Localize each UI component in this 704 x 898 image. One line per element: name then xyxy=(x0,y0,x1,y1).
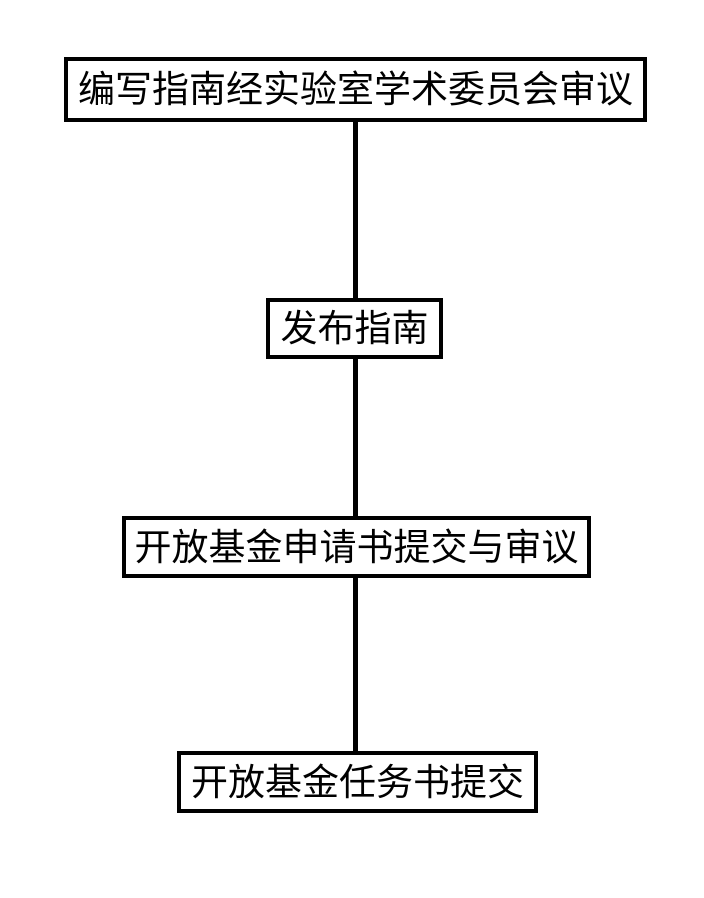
flow-node-label: 开放基金任务书提交 xyxy=(191,761,524,803)
connector-step3-step4 xyxy=(353,576,358,753)
flow-node-label: 编写指南经实验室学术委员会审议 xyxy=(78,69,633,110)
flow-node-write-guideline-review: 编写指南经实验室学术委员会审议 xyxy=(64,57,647,122)
connector-step1-step2 xyxy=(353,120,358,300)
flow-node-publish-guideline: 发布指南 xyxy=(266,298,443,359)
flow-node-label: 发布指南 xyxy=(280,308,429,349)
flow-node-label: 开放基金申请书提交与审议 xyxy=(134,526,579,568)
flow-node-application-submit-review: 开放基金申请书提交与审议 xyxy=(122,516,591,578)
flow-node-task-book-submit: 开放基金任务书提交 xyxy=(177,751,538,813)
connector-step2-step3 xyxy=(353,357,358,518)
